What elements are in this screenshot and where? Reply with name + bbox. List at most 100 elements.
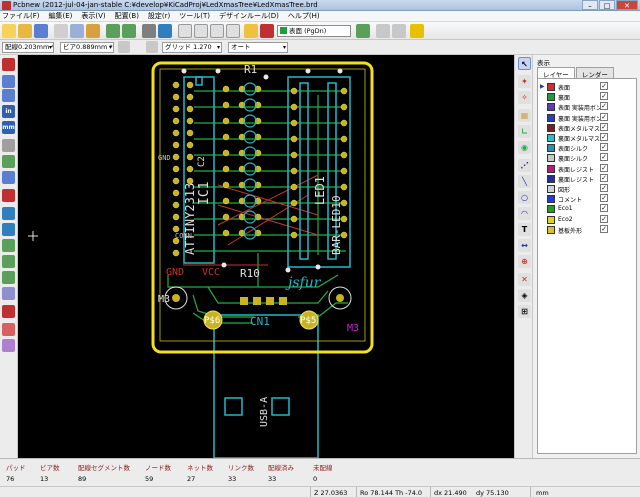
layer-color-swatch[interactable] xyxy=(547,154,555,163)
layer-row[interactable]: 基板外形✓ xyxy=(540,224,636,235)
open-board-icon[interactable] xyxy=(18,24,32,38)
layer-color-swatch[interactable] xyxy=(547,174,555,183)
delete-icon[interactable]: ✕ xyxy=(518,273,531,286)
add-text-icon[interactable]: T xyxy=(518,223,531,236)
zoom-out-icon[interactable] xyxy=(194,24,208,38)
add-track-icon[interactable]: ∟ xyxy=(518,125,531,138)
add-target-icon[interactable]: ⊕ xyxy=(518,255,531,268)
layer-color-swatch[interactable] xyxy=(547,144,555,153)
zoom-select[interactable]: オート xyxy=(228,42,288,53)
layer-visibility-checkbox[interactable]: ✓ xyxy=(600,102,608,111)
find-icon[interactable] xyxy=(244,24,258,38)
layer-visibility-checkbox[interactable]: ✓ xyxy=(600,133,608,141)
grid-origin-icon[interactable]: ⊞ xyxy=(518,305,531,318)
layer-visibility-checkbox[interactable]: ✓ xyxy=(600,122,608,131)
via-sketch-icon[interactable] xyxy=(2,255,15,268)
module-ratsnest-icon[interactable] xyxy=(2,171,15,184)
track-width-select[interactable]: 配線0.203mm * xyxy=(2,42,54,53)
layer-color-swatch[interactable] xyxy=(547,205,555,214)
mode-track-icon[interactable] xyxy=(410,24,424,38)
active-layer-select[interactable]: 表面 (PgDn) xyxy=(277,25,351,37)
set-origin-icon[interactable]: ◈ xyxy=(518,289,531,302)
page-settings-icon[interactable] xyxy=(54,24,68,38)
layer-color-swatch[interactable] xyxy=(547,195,555,204)
microwave-toolbar-icon[interactable] xyxy=(2,305,15,318)
add-circle-icon[interactable]: ○ xyxy=(518,191,531,204)
mm-units-icon[interactable]: mm xyxy=(2,121,15,134)
layer-visibility-checkbox[interactable]: ✓ xyxy=(600,194,608,203)
plot-icon[interactable] xyxy=(158,24,172,38)
auto-track-width-icon[interactable] xyxy=(118,41,130,53)
layer-color-swatch[interactable] xyxy=(547,225,555,234)
pad-sketch-icon[interactable] xyxy=(2,239,15,252)
layer-row[interactable]: 表面 実装用ボンド✓ xyxy=(540,102,636,112)
add-line-icon[interactable]: ╲ xyxy=(518,175,531,188)
auto-delete-track-icon[interactable] xyxy=(2,189,15,202)
redo-icon[interactable] xyxy=(122,24,136,38)
highlight-net-icon[interactable]: ✦ xyxy=(518,75,531,88)
layer-row[interactable]: Eco1✓ xyxy=(540,204,636,214)
layer-color-swatch[interactable] xyxy=(547,83,555,91)
layer-row[interactable]: 裏面メタルマスク✓ xyxy=(540,133,636,143)
high-contrast-icon[interactable] xyxy=(2,287,15,300)
undo-icon[interactable] xyxy=(106,24,120,38)
zone-fill-icon[interactable] xyxy=(2,207,15,220)
grid-select[interactable]: グリッド 1.270 xyxy=(162,42,222,53)
layer-visibility-checkbox[interactable]: ✓ xyxy=(600,92,608,101)
layer-visibility-checkbox[interactable]: ✓ xyxy=(600,143,608,152)
select-tool-icon[interactable]: ↖ xyxy=(518,57,531,70)
new-board-icon[interactable] xyxy=(2,24,16,38)
autoroute-icon[interactable] xyxy=(392,24,406,38)
maximize-button[interactable]: □ xyxy=(599,0,615,10)
tab-layers[interactable]: レイヤー xyxy=(537,67,575,79)
layer-visibility-checkbox[interactable]: ✓ xyxy=(600,224,608,233)
layer-row[interactable]: 表面シルク✓ xyxy=(540,143,636,153)
ratsnest-icon[interactable] xyxy=(2,155,15,168)
layer-visibility-checkbox[interactable]: ✓ xyxy=(600,214,608,223)
layer-color-swatch[interactable] xyxy=(547,134,555,142)
layer-row[interactable]: 裏面シルク✓ xyxy=(540,153,636,163)
netlist-icon[interactable] xyxy=(260,24,274,38)
pcb-canvas[interactable]: USB-A xyxy=(18,55,514,458)
module-editor-icon[interactable] xyxy=(70,24,84,38)
layer-color-swatch[interactable] xyxy=(547,103,555,112)
layer-visibility-checkbox[interactable]: ✓ xyxy=(600,112,608,121)
layer-row[interactable]: 裏面 実装用ボンド✓ xyxy=(540,112,636,123)
cursor-shape-icon[interactable] xyxy=(2,139,15,152)
layer-color-swatch[interactable] xyxy=(547,215,555,224)
track-sketch-icon[interactable] xyxy=(2,271,15,284)
save-icon[interactable] xyxy=(34,24,48,38)
layer-row[interactable]: 図形✓ xyxy=(540,184,636,194)
add-zone-icon[interactable]: ⋰ xyxy=(518,159,531,172)
library-icon[interactable] xyxy=(86,24,100,38)
layer-pair-icon[interactable] xyxy=(356,24,370,38)
menu-tools[interactable]: ツール(T) xyxy=(179,12,211,20)
print-icon[interactable] xyxy=(142,24,156,38)
layer-color-swatch[interactable] xyxy=(547,123,555,132)
layer-visibility-checkbox[interactable]: ✓ xyxy=(600,82,608,90)
layer-row[interactable]: 裏面レジスト✓ xyxy=(540,173,636,184)
zoom-redraw-icon[interactable] xyxy=(210,24,224,38)
menu-edit[interactable]: 編集(E) xyxy=(48,12,73,20)
menu-view[interactable]: 表示(V) xyxy=(81,12,106,20)
add-arc-icon[interactable]: ◠ xyxy=(518,207,531,220)
tab-render[interactable]: レンダー xyxy=(575,67,614,79)
inch-units-icon[interactable]: in xyxy=(2,105,15,118)
menu-file[interactable]: ファイル(F) xyxy=(2,12,40,20)
layer-manager-icon[interactable] xyxy=(2,323,15,336)
grid-icon[interactable] xyxy=(146,41,158,53)
layer-visibility-checkbox[interactable]: ✓ xyxy=(600,184,608,192)
display-icon[interactable] xyxy=(2,339,15,352)
zoom-in-icon[interactable] xyxy=(178,24,192,38)
drc-icon[interactable] xyxy=(376,24,390,38)
layer-row[interactable]: 裏面✓ xyxy=(540,92,636,102)
add-via-icon[interactable]: ◉ xyxy=(518,141,531,154)
grid-toggle-icon[interactable] xyxy=(2,75,15,88)
zone-outline-icon[interactable] xyxy=(2,223,15,236)
drc-off-icon[interactable] xyxy=(2,58,15,71)
menu-design-rules[interactable]: デザインルール(D) xyxy=(219,12,279,20)
layer-color-swatch[interactable] xyxy=(547,185,555,193)
menu-preferences[interactable]: 設定(r) xyxy=(147,12,171,20)
close-button[interactable]: ✕ xyxy=(616,0,638,10)
layer-color-swatch[interactable] xyxy=(547,164,555,173)
